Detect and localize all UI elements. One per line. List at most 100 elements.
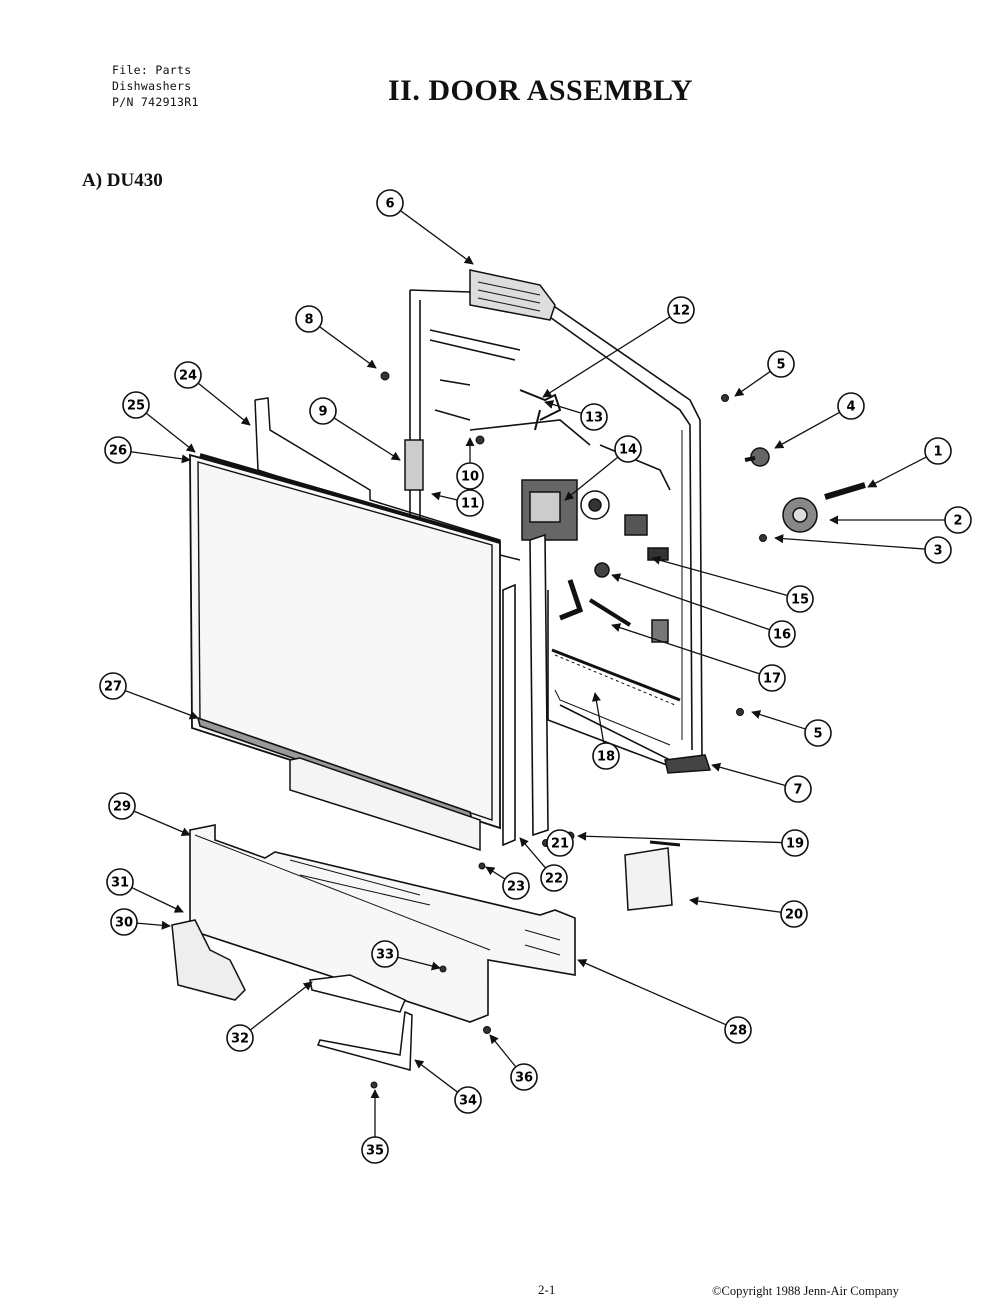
callout-circle (226, 1024, 254, 1052)
callout-bubble: 2 (944, 506, 972, 534)
callout-bubble: 5 (767, 350, 795, 378)
callout-leader-line (431, 491, 458, 501)
file-info: File: Parts Dishwashers P/N 742913R1 (112, 62, 199, 110)
callout-number: 36 (515, 1071, 533, 1086)
callout-leader-line (867, 456, 927, 488)
callout-number: 20 (785, 908, 803, 923)
callout-bubble: 26 (104, 436, 132, 464)
callout-circle (724, 1016, 752, 1044)
callout-leader-line (577, 959, 727, 1026)
door-bottom-trim (664, 754, 712, 774)
callout-bubble: 24 (174, 361, 202, 389)
callout-leader-line (611, 573, 770, 631)
callout-leader-line (397, 956, 441, 971)
callout-circle (371, 940, 399, 968)
callout-leader-line (689, 896, 782, 913)
latch-lever (559, 562, 669, 643)
callout-leader-line (400, 210, 474, 265)
callout-circle (295, 305, 323, 333)
callout-number: 23 (507, 880, 525, 895)
callout-bubble: 34 (454, 1086, 482, 1114)
callout-bubble: 16 (768, 620, 796, 648)
callout-bubble: 21 (546, 829, 574, 857)
callout-leader-line (544, 400, 582, 414)
callout-bubble: 7 (784, 775, 812, 803)
file-line-3: P/N 742913R1 (112, 95, 199, 109)
callout-leader-line (577, 831, 783, 844)
outer-door-panel (189, 453, 501, 830)
callout-number: 24 (179, 369, 197, 384)
callout-number: 17 (763, 672, 781, 687)
callout-number: 7 (793, 783, 802, 798)
cover-plate (624, 840, 681, 911)
callout-number: 4 (846, 400, 855, 415)
page-number: 2-1 (538, 1282, 556, 1297)
callout-bubble: 10 (456, 462, 484, 490)
callout-number: 25 (127, 399, 145, 414)
callout-leaders (124, 210, 945, 1137)
callout-bubble: 32 (226, 1024, 254, 1052)
callout-circle (580, 403, 608, 431)
callout-circle (837, 392, 865, 420)
callout-bubble: 29 (108, 792, 136, 820)
callout-bubble: 4 (837, 392, 865, 420)
file-line-2: Dishwashers (112, 79, 192, 93)
insulation-pad (171, 919, 246, 1001)
callout-number: 31 (111, 876, 129, 891)
callout-number: 34 (459, 1094, 477, 1109)
callout-circle (110, 908, 138, 936)
callout-bubble: 9 (309, 397, 337, 425)
callout-bubble: 3 (924, 536, 952, 564)
callout-bubble: 23 (502, 872, 530, 900)
callout-circle (804, 719, 832, 747)
control-knob-parts (744, 447, 866, 533)
callout-bubble: 27 (99, 672, 127, 700)
callout-number: 10 (461, 470, 479, 485)
callout-number: 33 (376, 948, 394, 963)
callout-number: 3 (933, 544, 942, 559)
callout-circle (540, 864, 568, 892)
callout-circle (768, 620, 796, 648)
callout-circle (786, 585, 814, 613)
callout-leader-line (774, 534, 926, 550)
callout-leader-line (564, 456, 619, 501)
copyright-notice: ©Copyright 1988 Jenn-Air Company (712, 1284, 899, 1298)
callout-leader-line (130, 451, 191, 464)
callout-circle (767, 350, 795, 378)
callout-bubble: 30 (110, 908, 138, 936)
callout-bubble: 33 (371, 940, 399, 968)
callout-bubble: 31 (106, 868, 134, 896)
callout-number: 13 (585, 411, 603, 426)
callout-number: 35 (366, 1144, 384, 1159)
callout-circle (502, 872, 530, 900)
hinge-bracket (519, 389, 562, 431)
callout-circle (924, 437, 952, 465)
callout-bubble: 28 (724, 1016, 752, 1044)
dispenser-module (521, 479, 669, 561)
callout-bubble: 22 (540, 864, 568, 892)
callout-leader-line (751, 710, 806, 730)
callout-number: 9 (318, 405, 327, 420)
callout-bubble: 11 (456, 489, 484, 517)
callout-leader-line (489, 1034, 517, 1068)
callout-circle (924, 536, 952, 564)
callout-number: 22 (545, 872, 563, 887)
callout-circle (546, 829, 574, 857)
toe-plate (289, 757, 481, 852)
callout-number: 32 (231, 1032, 249, 1047)
callout-number: 26 (109, 444, 127, 459)
callout-leader-line (124, 689, 199, 720)
callout-leader-line (249, 981, 313, 1031)
callout-number: 5 (813, 727, 822, 742)
callout-number: 14 (619, 443, 637, 458)
callout-leader-line (519, 837, 547, 869)
callout-circle (309, 397, 337, 425)
callout-leader-line (774, 411, 840, 449)
callout-leader-line (145, 412, 196, 453)
callout-circle (510, 1063, 538, 1091)
callout-bubble: 8 (295, 305, 323, 333)
lower-access-panel (189, 824, 576, 1023)
callout-bubble: 36 (510, 1063, 538, 1091)
callout-bubble: 5 (804, 719, 832, 747)
callout-number: 6 (385, 197, 394, 212)
